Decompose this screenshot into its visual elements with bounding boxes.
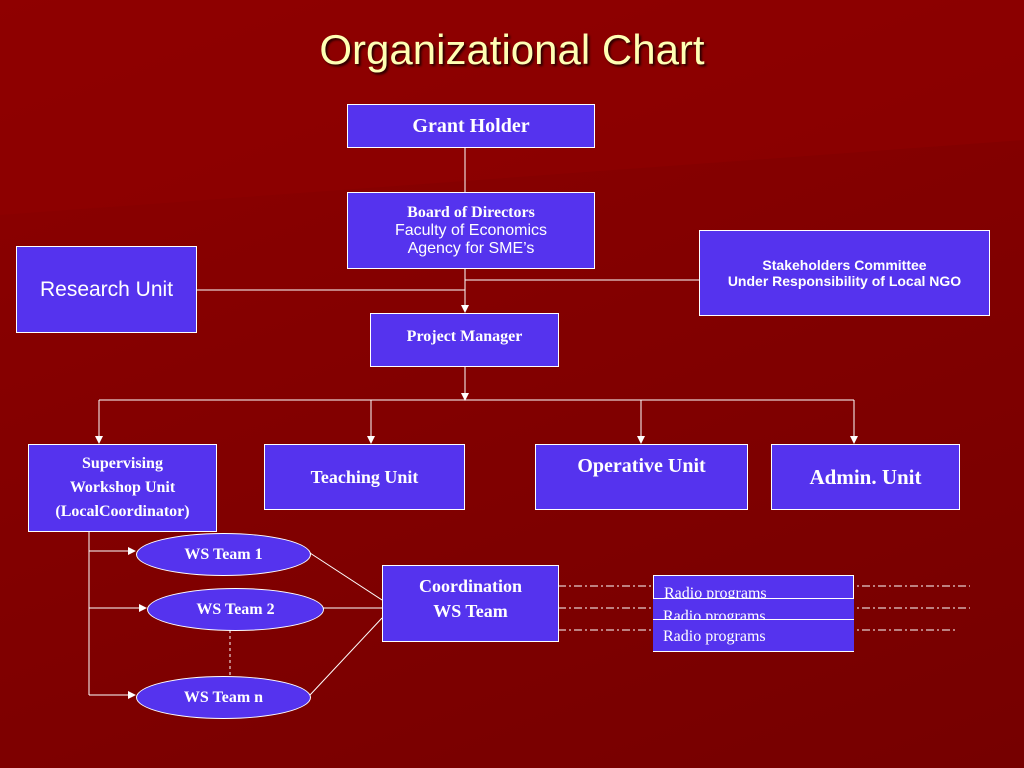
ws-team-1-node: WS Team 1 xyxy=(136,533,311,576)
operative-unit-node: Operative Unit xyxy=(535,444,748,510)
supervising-line-1: Supervising xyxy=(82,455,163,472)
stakeholders-committee-node: Stakeholders Committee Under Responsibil… xyxy=(699,230,990,316)
grant-holder-label: Grant Holder xyxy=(412,114,530,137)
supervising-line-2: Workshop Unit xyxy=(69,479,176,496)
stakeholders-line-2: Under Responsibility of Local NGO xyxy=(727,273,962,289)
connector-team1-coordination xyxy=(309,552,383,601)
board-of-directors-node: Board of Directors Faculty of Economics … xyxy=(347,192,595,269)
project-manager-label: Project Manager xyxy=(406,328,523,345)
coordination-line-1: Coordination xyxy=(418,576,523,596)
admin-unit-label: Admin. Unit xyxy=(809,464,922,489)
ws-team-n-node: WS Team n xyxy=(136,676,311,719)
connector-teamn-coordination xyxy=(309,617,383,696)
coordination-line-2: WS Team xyxy=(433,601,508,621)
board-line-2: Faculty of Economics xyxy=(394,221,548,239)
ws-team-n-label: WS Team n xyxy=(183,688,264,706)
coordination-ws-team-node: Coordination WS Team xyxy=(382,565,559,642)
radio-programs-label-3: Radio programs xyxy=(663,628,766,645)
page-title: Organizational Chart xyxy=(319,26,705,73)
supervising-workshop-unit-node: Supervising Workshop Unit (LocalCoordina… xyxy=(28,444,217,532)
teaching-unit-label: Teaching Unit xyxy=(310,466,419,487)
project-manager-node: Project Manager xyxy=(370,313,559,367)
board-line-3: Agency for SME’s xyxy=(407,239,535,257)
radio-programs-box-1: Radio programs xyxy=(653,575,854,599)
radio-programs-box-2: Radio programs xyxy=(653,598,854,619)
radio-programs-label-2: Radio programs xyxy=(663,608,766,619)
radio-programs-label-1: Radio programs xyxy=(664,585,767,599)
operative-unit-label: Operative Unit xyxy=(577,455,706,477)
research-unit-label: Research Unit xyxy=(39,277,174,301)
supervising-line-3: (LocalCoordinator) xyxy=(55,503,190,520)
teaching-unit-node: Teaching Unit xyxy=(264,444,465,510)
board-line-1: Board of Directors xyxy=(407,203,535,221)
ws-team-1-label: WS Team 1 xyxy=(184,545,263,563)
radio-programs-box-3: Radio programs xyxy=(653,619,854,652)
ws-team-2-node: WS Team 2 xyxy=(147,588,324,631)
stakeholders-line-1: Stakeholders Committee xyxy=(762,257,927,273)
ws-team-2-label: WS Team 2 xyxy=(196,600,275,618)
research-unit-node: Research Unit xyxy=(16,246,197,333)
grant-holder-node: Grant Holder xyxy=(347,104,595,148)
admin-unit-node: Admin. Unit xyxy=(771,444,960,510)
